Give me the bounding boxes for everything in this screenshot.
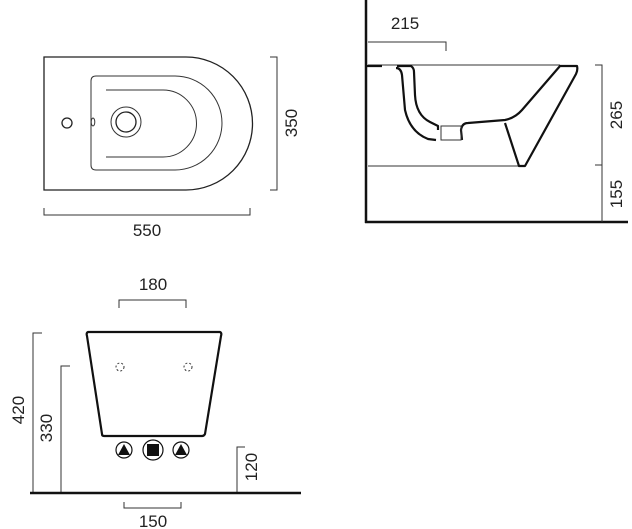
- length-dimension-line: [43, 208, 251, 216]
- top-width-dimension-line: [118, 299, 187, 308]
- outer-outline: [43, 56, 254, 191]
- overall-height-dimension-line: [32, 332, 42, 493]
- top-view: 350 550: [43, 56, 301, 240]
- side-drain: [440, 125, 462, 141]
- side-view: 215 265 155: [364, 0, 628, 224]
- water-inlet-right-icon: [172, 441, 190, 459]
- bidet-bowl-outline: [459, 64, 579, 168]
- bidet-front-outline: [85, 330, 223, 438]
- fixing-height-dimension: 330: [37, 414, 56, 442]
- waste-spacing-dimension: 150: [139, 512, 167, 529]
- overflow-icon: [90, 117, 96, 127]
- fixing-height-dimension-line: [60, 365, 70, 493]
- fixing-hole-right-icon: [183, 362, 193, 372]
- basin-opening: [106, 89, 197, 158]
- basin-rim: [90, 75, 223, 171]
- waste-height-dimension: 120: [242, 453, 261, 481]
- front-view: 180 420 330 120 150: [9, 275, 301, 529]
- drain-offset-dimension: 215: [391, 14, 419, 33]
- overall-height-dimension: 420: [9, 396, 28, 424]
- width-dimension: 350: [282, 109, 301, 137]
- drain-offset-dimension-line: [368, 41, 447, 51]
- tap-hole-icon: [61, 117, 73, 129]
- waste-height-dimension-line: [236, 446, 245, 493]
- waste-outlet-icon: [142, 439, 164, 461]
- bidet-profile: [367, 64, 440, 142]
- waste-spacing-dimension-line: [123, 502, 182, 509]
- floor-clearance-dimension: 155: [607, 180, 626, 208]
- top-width-dimension: 180: [139, 275, 167, 294]
- length-dimension: 550: [133, 221, 161, 240]
- drain-outer: [110, 106, 142, 138]
- height-dimension: 265: [607, 101, 626, 129]
- drain-icon: [115, 111, 137, 133]
- height-dimension-line: [595, 64, 603, 222]
- width-dimension-line: [270, 56, 278, 191]
- water-inlet-left-icon: [115, 441, 133, 459]
- fixing-hole-left-icon: [115, 362, 125, 372]
